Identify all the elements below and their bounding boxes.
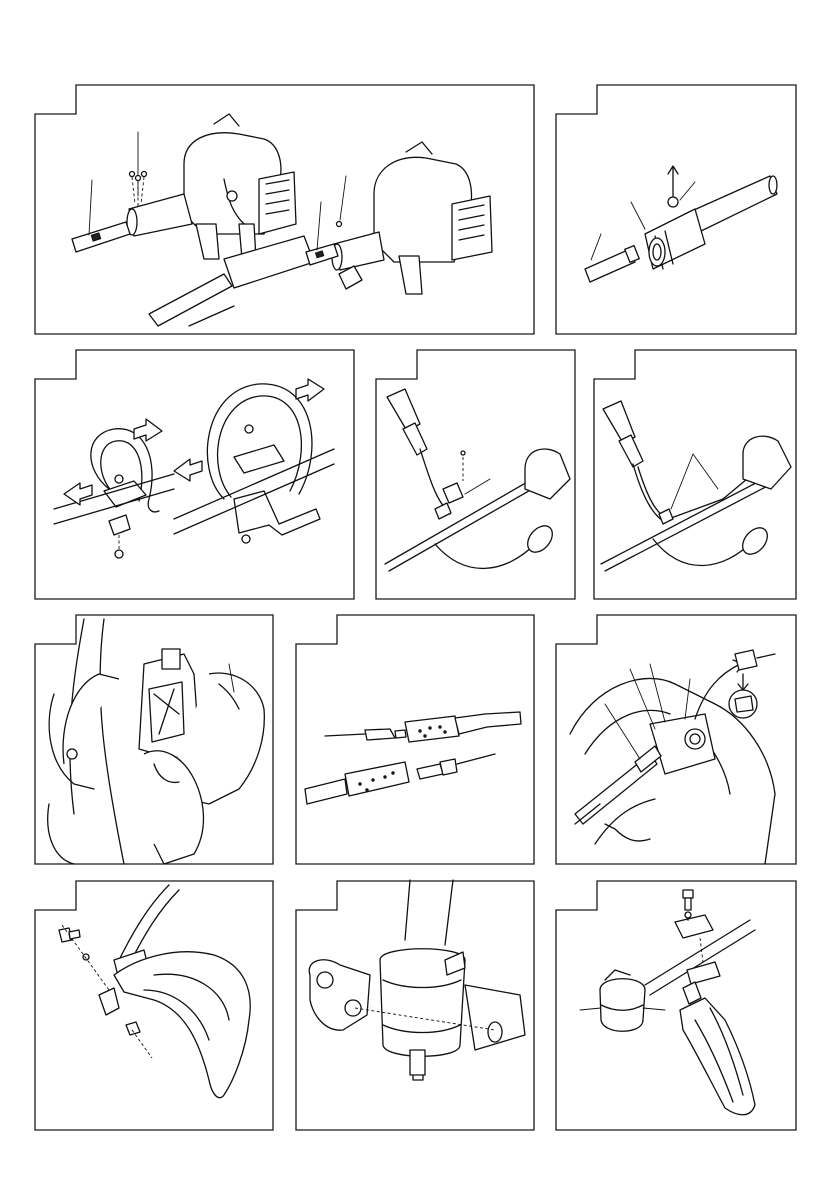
figure-guard-bolt-nut xyxy=(34,880,275,1132)
connector-male xyxy=(365,729,395,740)
figure-loop-handle-mounting xyxy=(34,349,356,601)
figure-engine-shaft-assembly xyxy=(34,84,536,336)
figure-frame xyxy=(556,881,796,1130)
figure-frame xyxy=(556,85,796,334)
figure-throttle-cable-clip xyxy=(375,349,577,601)
cable-end-fitting xyxy=(735,650,757,670)
bolt xyxy=(683,890,693,898)
figure-trimmer-head-guard xyxy=(555,880,798,1132)
figure-shaft-coupling-clamp xyxy=(555,84,798,336)
figure-guard-bracket xyxy=(295,880,536,1132)
figure-cable-routing xyxy=(593,349,798,601)
trimmer-head xyxy=(600,979,645,1032)
figure-air-filter-cover xyxy=(34,614,275,866)
figure-wire-connectors xyxy=(295,614,536,866)
figure-throttle-cable-carburetor xyxy=(555,614,798,866)
